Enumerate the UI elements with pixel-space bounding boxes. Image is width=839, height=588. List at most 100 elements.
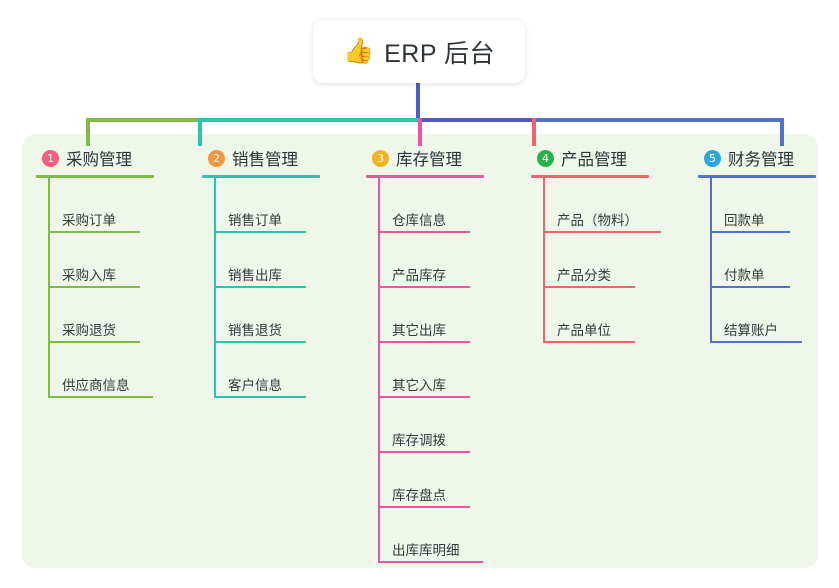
list-item-rule <box>378 506 470 508</box>
column-header-2[interactable]: 2 销售管理 <box>194 146 320 170</box>
list-item[interactable]: 客户信息 <box>194 343 320 398</box>
list-item-label: 客户信息 <box>228 378 282 393</box>
list-item[interactable]: 产品库存 <box>358 233 484 288</box>
column-items-1: 采购订单采购入库采购退货供应商信息 <box>28 178 154 398</box>
column-stem-5 <box>710 178 712 343</box>
column-badge-1: 1 <box>42 149 59 167</box>
list-item-label: 产品（物料） <box>557 213 638 228</box>
column-badge-4: 4 <box>537 149 554 167</box>
list-item-rule <box>710 341 802 343</box>
column-badge-5: 5 <box>704 149 721 167</box>
list-item-label: 其它入库 <box>392 378 446 393</box>
list-item-label: 付款单 <box>724 268 765 283</box>
column-items-5: 回款单付款单结算账户 <box>690 178 816 343</box>
list-item-label: 产品库存 <box>392 268 446 283</box>
column-header-1[interactable]: 1 采购管理 <box>28 146 154 170</box>
connector-drop-3 <box>418 118 422 146</box>
list-item[interactable]: 采购退货 <box>28 288 154 343</box>
list-item[interactable]: 销售退货 <box>194 288 320 343</box>
column-4: 4 产品管理产品（物料） 产品分类产品单位 <box>523 146 661 343</box>
column-5: 5 财务管理回款单付款单结算账户 <box>690 146 816 343</box>
root-stem <box>416 83 420 122</box>
list-item-rule <box>48 286 140 288</box>
list-item-rule <box>48 341 140 343</box>
list-item[interactable]: 结算账户 <box>690 288 816 343</box>
list-item[interactable]: 库存调拨 <box>358 398 484 453</box>
list-item-rule <box>378 561 483 563</box>
column-items-3: 仓库信息产品库存其它出库其它入库库存调拨库存盘点出库库明细 <box>358 178 484 563</box>
list-item[interactable]: 库存盘点 <box>358 453 484 508</box>
column-items-4: 产品（物料） 产品分类产品单位 <box>523 178 661 343</box>
column-stem-2 <box>214 178 216 398</box>
connector-segment-teal <box>198 118 418 122</box>
list-item[interactable]: 产品单位 <box>523 288 649 343</box>
thumbs-up-icon: 👍 <box>342 37 375 65</box>
column-stem-4 <box>543 178 545 343</box>
list-item[interactable]: 供应商信息 <box>28 343 154 398</box>
list-item-rule <box>48 231 140 233</box>
column-badge-2: 2 <box>208 149 225 167</box>
list-item-label: 结算账户 <box>724 323 778 338</box>
list-item-rule <box>214 341 306 343</box>
list-item[interactable]: 销售出库 <box>194 233 320 288</box>
list-item[interactable]: 其它出库 <box>358 288 484 343</box>
list-item-label: 仓库信息 <box>392 213 446 228</box>
column-1: 1 采购管理采购订单采购入库采购退货供应商信息 <box>28 146 154 398</box>
column-header-rule-2 <box>202 175 320 178</box>
list-item[interactable]: 回款单 <box>690 178 816 233</box>
list-item-rule <box>543 231 661 233</box>
list-item-rule <box>543 286 635 288</box>
column-header-3[interactable]: 3 库存管理 <box>358 146 484 170</box>
list-item-rule <box>48 396 153 398</box>
list-item-label: 采购订单 <box>62 213 116 228</box>
list-item-label: 销售订单 <box>228 213 282 228</box>
column-header-rule-5 <box>698 175 816 178</box>
column-title-4: 产品管理 <box>561 151 627 169</box>
column-header-4[interactable]: 4 产品管理 <box>523 146 649 170</box>
list-item-label: 产品单位 <box>557 323 611 338</box>
list-item[interactable]: 出库库明细 <box>358 508 484 563</box>
column-title-2: 销售管理 <box>232 151 298 169</box>
list-item-label: 产品分类 <box>557 268 611 283</box>
list-item-rule <box>543 341 635 343</box>
connector-segment-blue <box>532 118 782 122</box>
list-item-label: 出库库明细 <box>392 543 460 558</box>
connector-drop-5 <box>780 118 784 146</box>
list-item-rule <box>710 286 790 288</box>
list-item[interactable]: 采购入库 <box>28 233 154 288</box>
list-item[interactable]: 仓库信息 <box>358 178 484 233</box>
content-panel <box>22 134 818 568</box>
list-item-rule <box>214 396 306 398</box>
column-header-5[interactable]: 5 财务管理 <box>690 146 816 170</box>
list-item-label: 库存盘点 <box>392 488 446 503</box>
column-badge-3: 3 <box>372 149 389 167</box>
list-item[interactable]: 付款单 <box>690 233 816 288</box>
list-item-label: 供应商信息 <box>62 378 130 393</box>
connector-drop-4 <box>532 118 536 146</box>
connector-segment-green <box>86 118 198 122</box>
list-item-rule <box>378 286 470 288</box>
column-title-3: 库存管理 <box>396 151 462 169</box>
list-item-rule <box>378 341 470 343</box>
root-node[interactable]: 👍 ERP 后台 <box>313 20 525 83</box>
root-title: ERP 后台 <box>384 39 496 68</box>
connector-segment-indigo <box>418 118 532 122</box>
column-2: 2 销售管理销售订单销售出库销售退货客户信息 <box>194 146 320 398</box>
column-title-1: 采购管理 <box>66 151 132 169</box>
list-item-rule <box>378 231 470 233</box>
list-item-label: 库存调拨 <box>392 433 446 448</box>
column-stem-3 <box>378 178 380 563</box>
column-title-5: 财务管理 <box>728 151 794 169</box>
list-item[interactable]: 其它入库 <box>358 343 484 398</box>
list-item[interactable]: 产品（物料） <box>523 178 661 233</box>
connector-drop-1 <box>86 118 90 146</box>
list-item[interactable]: 销售订单 <box>194 178 320 233</box>
list-item-label: 采购入库 <box>62 268 116 283</box>
list-item[interactable]: 采购订单 <box>28 178 154 233</box>
list-item-rule <box>710 231 790 233</box>
list-item-label: 回款单 <box>724 213 765 228</box>
list-item[interactable]: 产品分类 <box>523 233 649 288</box>
list-item-label: 销售出库 <box>228 268 282 283</box>
list-item-label: 其它出库 <box>392 323 446 338</box>
